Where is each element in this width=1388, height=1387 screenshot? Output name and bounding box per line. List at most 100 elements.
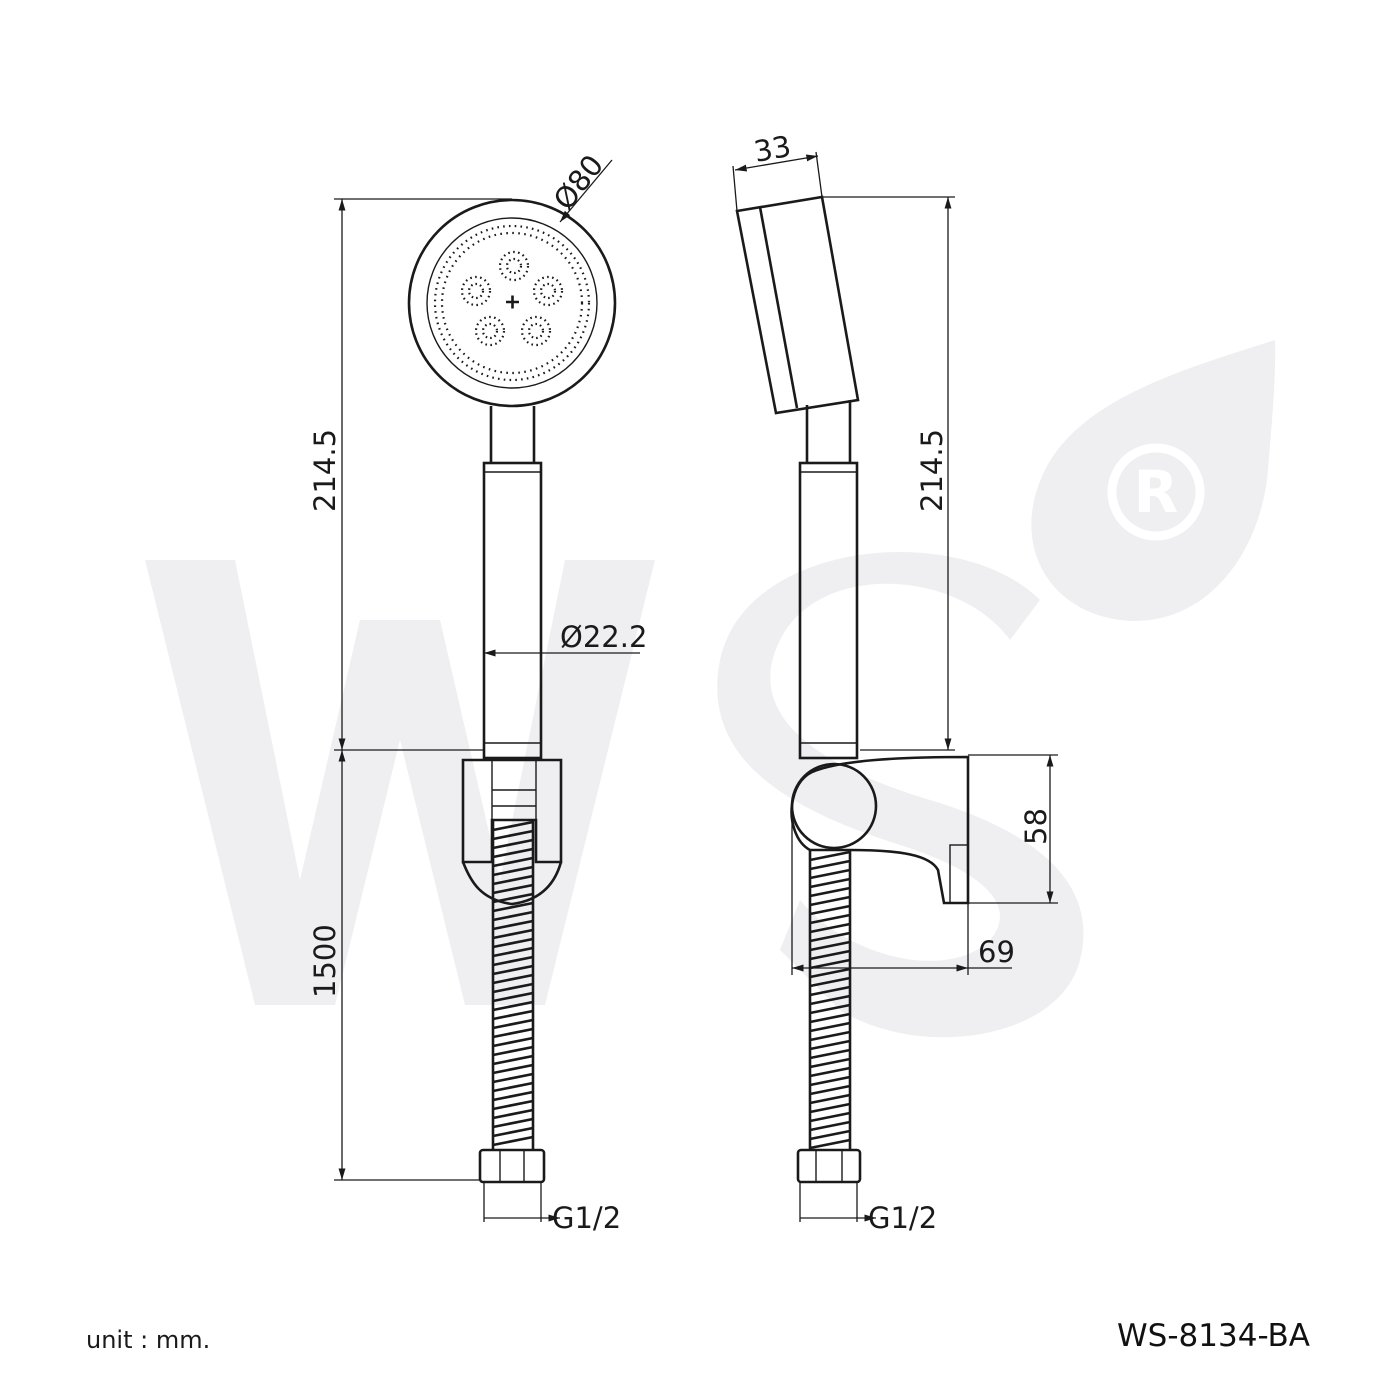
hose-coil: [492, 1054, 534, 1066]
hose-coil: [492, 1000, 534, 1012]
svg-text:R: R: [1134, 458, 1179, 526]
hose-coil: [809, 1066, 851, 1078]
hose-coil: [492, 919, 534, 931]
hose-coil: [809, 886, 851, 898]
hose-coil: [809, 1003, 851, 1015]
hose-coil: [492, 910, 534, 922]
hose-coil: [492, 973, 534, 985]
hose-coil: [492, 1108, 534, 1120]
hose-coil: [492, 1099, 534, 1111]
flexible-hose-front: [491, 820, 535, 1150]
hose-coil: [492, 892, 534, 904]
hose-coil: [492, 865, 534, 877]
hose-coil: [492, 829, 534, 841]
hose-coil: [492, 1036, 534, 1048]
dim-handle-diameter: Ø22.2: [560, 620, 647, 654]
shower-head-front: [407, 198, 617, 408]
dim-height-side: 214.5: [915, 429, 949, 512]
hex-nut-front: [478, 1148, 546, 1184]
hose-coil: [809, 895, 851, 907]
hose-coil: [492, 937, 534, 949]
hose-coil: [492, 1090, 534, 1102]
hose-coil: [492, 820, 534, 832]
hose-coil: [492, 991, 534, 1003]
hose-coil: [809, 1093, 851, 1105]
hose-coil: [809, 1111, 851, 1123]
hose-coil: [809, 1030, 851, 1042]
hose-coil: [492, 1081, 534, 1093]
hose-coil: [492, 964, 534, 976]
dimension-lines: [334, 151, 1058, 1222]
registered-mark-icon: R: [1107, 443, 1205, 541]
hose-coil: [492, 856, 534, 868]
hose-coil: [492, 1117, 534, 1129]
dim-thread-front: G1/2: [552, 1201, 621, 1235]
hose-coil: [492, 1063, 534, 1075]
hose-coil: [492, 1045, 534, 1057]
hose-coil: [492, 928, 534, 940]
shower-head-side: [735, 195, 860, 415]
watermark-w-letter: [145, 560, 655, 1005]
flexible-hose-side: [808, 850, 852, 1150]
hose-coil: [809, 1057, 851, 1069]
hose-coil: [809, 994, 851, 1006]
hose-coil: [492, 901, 534, 913]
hose-coil: [492, 847, 534, 859]
hose-coil: [809, 1048, 851, 1060]
hose-coil: [492, 946, 534, 958]
hose-coil: [809, 904, 851, 916]
handle-side: [798, 461, 859, 760]
dim-hose-length: 1500: [308, 924, 342, 998]
hose-coil: [809, 1039, 851, 1051]
hose-coil: [492, 1027, 534, 1039]
handle-front: [482, 461, 543, 760]
hose-coil: [492, 1018, 534, 1030]
hose-coil: [809, 1102, 851, 1114]
hose-coil: [809, 922, 851, 934]
hose-coil: [492, 982, 534, 994]
dim-holder-height: 58: [1019, 808, 1053, 845]
hose-coil: [809, 976, 851, 988]
hose-coil: [809, 1138, 851, 1150]
hose-coil: [809, 868, 851, 880]
hose-coil: [809, 985, 851, 997]
hose-coil: [492, 1135, 534, 1147]
dim-holder-projection: 69: [978, 935, 1015, 969]
hose-coil: [809, 931, 851, 943]
hose-coil: [809, 850, 851, 862]
hose-coil: [492, 1072, 534, 1084]
dim-head-diameter: Ø80: [547, 148, 611, 216]
dim-height-front: 214.5: [308, 429, 342, 512]
nozzle-clusters: [460, 250, 564, 347]
watermark-s-letter: [717, 552, 1084, 1038]
head-neck-front: [489, 406, 536, 463]
hose-coil: [809, 1021, 851, 1033]
hex-nut-side: [796, 1148, 862, 1184]
hose-coil: [492, 838, 534, 850]
hose-coil: [492, 955, 534, 967]
hose-coil: [492, 883, 534, 895]
hose-coil: [809, 940, 851, 952]
dim-thread-side: G1/2: [868, 1201, 937, 1235]
hose-coil: [492, 1009, 534, 1021]
front-view: [407, 198, 617, 1184]
side-view: [735, 195, 970, 1184]
wall-holder-side: [790, 755, 970, 905]
hose-coil: [809, 949, 851, 961]
hose-coil: [809, 913, 851, 925]
hose-coil: [492, 874, 534, 886]
model-number: WS-8134-BA: [1117, 1318, 1310, 1354]
hose-coil: [809, 859, 851, 871]
wall-holder-front: [461, 758, 563, 906]
hose-coil: [809, 877, 851, 889]
hose-coil: [809, 1075, 851, 1087]
hose-coil: [809, 1129, 851, 1141]
hose-coil: [809, 1120, 851, 1132]
hose-coil: [809, 1084, 851, 1096]
dim-head-depth: 33: [751, 129, 793, 169]
head-neck-side: [805, 400, 852, 463]
hose-coil: [809, 1012, 851, 1024]
unit-label: unit : mm.: [86, 1326, 211, 1354]
hose-coil: [492, 1126, 534, 1138]
